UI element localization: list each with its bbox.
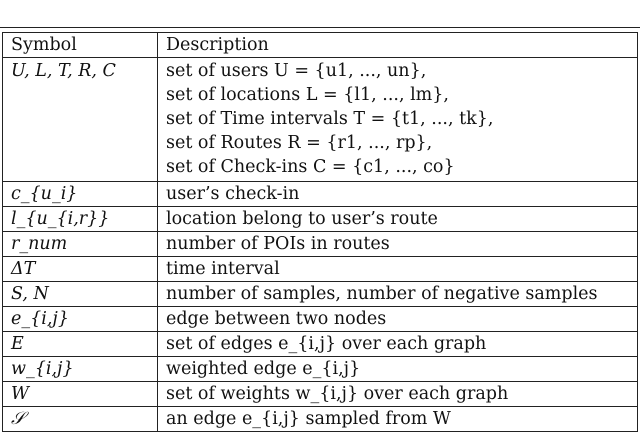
table-row: w_{i,j} weighted edge e_{i,j} (2, 356, 638, 382)
description-line: set of users U = {u1, ..., un}, (166, 61, 427, 81)
table-row: ΔT time interval (2, 256, 638, 282)
description-cell: time interval (157, 256, 638, 282)
table-row: W set of weights w_{i,j} over each graph (2, 381, 638, 407)
description-cell: location belong to user’s route (157, 206, 638, 232)
header-row: Symbol Description (2, 32, 638, 58)
symbol-cell: W (2, 381, 158, 407)
description-cell: number of POIs in routes (157, 231, 638, 257)
symbol-cell: ΔT (2, 256, 158, 282)
description-line: set of Time intervals T = {t1, ..., tk}, (166, 109, 494, 129)
table-row: 𝒮 an edge e_{i,j} sampled from W (2, 406, 638, 432)
table-row: c_{u_i} user’s check-in (2, 181, 638, 207)
description-cell: user’s check-in (157, 181, 638, 207)
table-row: r_num number of POIs in routes (2, 231, 638, 257)
table-row: U, L, T, R, C set of users U = {u1, ...,… (2, 57, 638, 182)
description-cell: set of users U = {u1, ..., un}, set of l… (157, 57, 638, 182)
symbol-cell: e_{i,j} (2, 306, 158, 332)
description-header: Description (157, 32, 638, 58)
notation-table: Symbol Description U, L, T, R, C set of … (2, 32, 638, 432)
symbol-cell: r_num (2, 231, 158, 257)
table-row: e_{i,j} edge between two nodes (2, 306, 638, 332)
description-cell: weighted edge e_{i,j} (157, 356, 638, 382)
symbol-cell: l_{u_{i,r}} (2, 206, 158, 232)
symbol-cell: c_{u_i} (2, 181, 158, 207)
symbol-cell: E (2, 331, 158, 357)
symbol-header: Symbol (2, 32, 158, 58)
table-row: S, N number of samples, number of negati… (2, 281, 638, 307)
description-line: set of locations L = {l1, ..., lm}, (166, 85, 449, 105)
description-cell: edge between two nodes (157, 306, 638, 332)
description-cell: set of edges e_{i,j} over each graph (157, 331, 638, 357)
symbol-cell: w_{i,j} (2, 356, 158, 382)
symbol-cell: U, L, T, R, C (2, 57, 158, 182)
table-row: E set of edges e_{i,j} over each graph (2, 331, 638, 357)
table-row: l_{u_{i,r}} location belong to user’s ro… (2, 206, 638, 232)
description-cell: number of samples, number of negative sa… (157, 281, 638, 307)
description-line: set of Check-ins C = {c1, ..., co} (166, 157, 455, 177)
description-cell: an edge e_{i,j} sampled from W (157, 406, 638, 432)
symbol-cell: 𝒮 (2, 406, 158, 432)
description-cell: set of weights w_{i,j} over each graph (157, 381, 638, 407)
symbol-cell: S, N (2, 281, 158, 307)
description-line: set of Routes R = {r1, ..., rp}, (166, 133, 433, 153)
top-rule (0, 27, 640, 28)
